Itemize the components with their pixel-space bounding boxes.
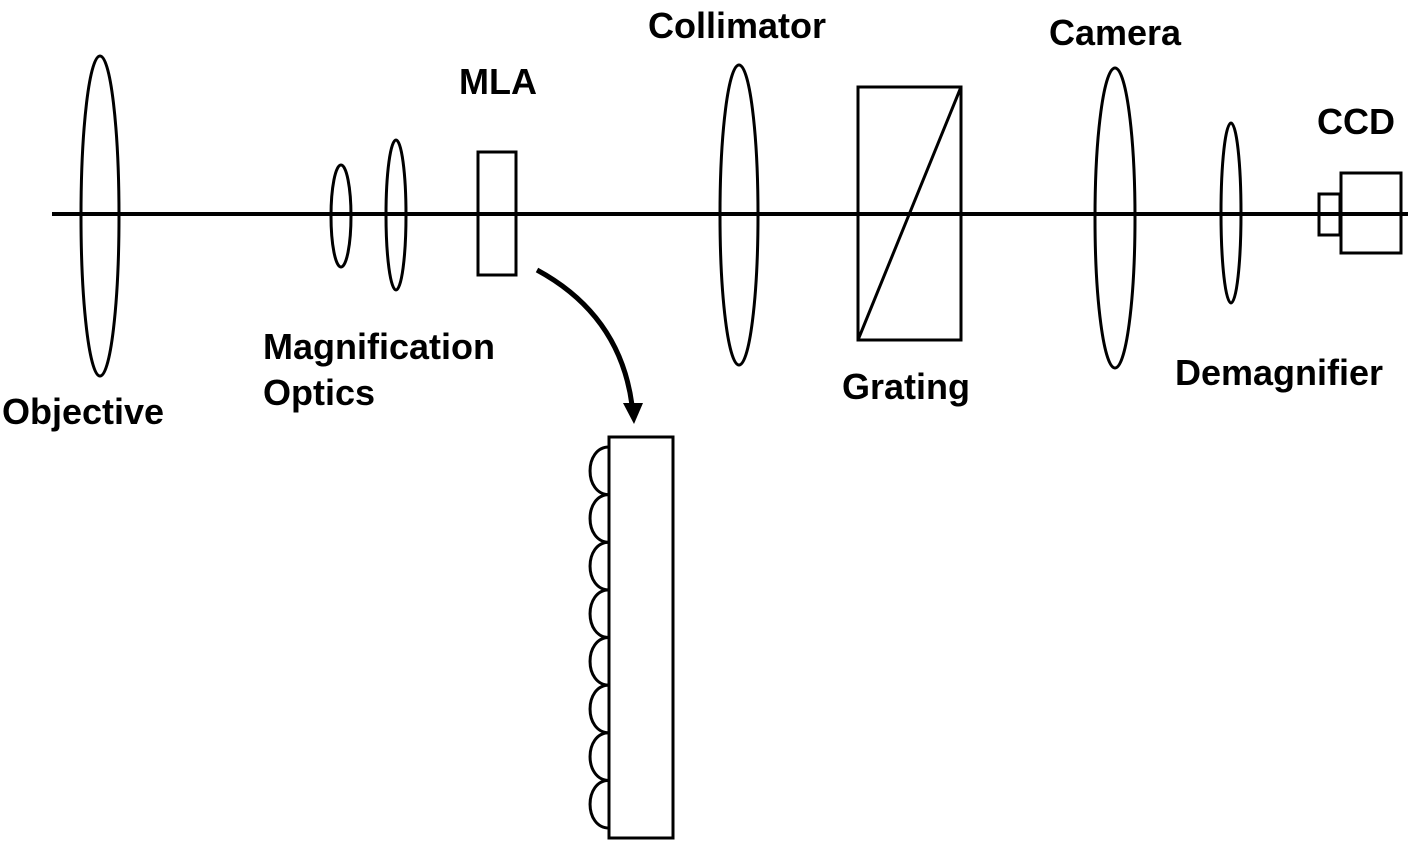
grating-label: Grating [842,366,970,407]
lenslet [588,731,610,782]
magnification-lens-1 [329,163,353,269]
lenslet [588,778,610,830]
ccd-label: CCD [1317,101,1395,142]
lenslet [588,636,610,687]
magnification-lens-2 [384,138,408,292]
objective-lens [79,54,121,378]
ccd-body [1339,171,1403,255]
lenslet [588,445,610,497]
magnification-label-line1: Magnification [263,326,495,367]
demagnifier-label: Demagnifier [1175,352,1383,393]
lenslet [588,588,610,639]
camera-lens [1093,66,1137,370]
lenslet [588,540,610,592]
demagnifier-lens [1219,121,1243,305]
magnification-label-line2: Optics [263,372,375,413]
collimator-lens [718,63,760,367]
lenslet [588,683,610,735]
mla-element [476,150,518,277]
mla-label: MLA [459,61,537,102]
grating-diagonal [856,86,963,341]
mla-inset [588,435,675,840]
lenslet [588,493,610,544]
grating-element [856,85,963,342]
mla-inset-substrate [607,435,675,840]
inset-arrowhead [623,403,643,424]
inset-arrow [535,267,635,406]
objective-label: Objective [2,391,164,432]
camera-label: Camera [1049,12,1182,53]
collimator-label: Collimator [648,5,826,46]
